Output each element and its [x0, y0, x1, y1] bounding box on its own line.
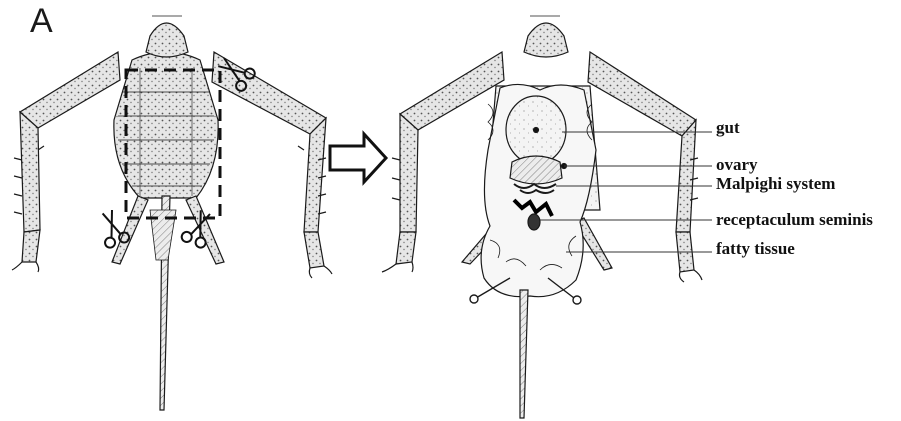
right-cercus — [186, 196, 224, 264]
label-receptaculum-seminis: receptaculum seminis — [716, 210, 873, 230]
panel-label: A — [30, 2, 53, 41]
arrow-right-icon — [330, 134, 386, 182]
label-gut: gut — [716, 118, 740, 138]
intact-insect — [12, 16, 332, 410]
dissected-insect — [382, 16, 702, 418]
left-hind-leg — [20, 52, 120, 128]
left-tibia — [20, 112, 40, 232]
right-tibia — [304, 118, 326, 232]
label-ovary: ovary — [716, 155, 758, 175]
label-malpighi-system: Malpighi system — [716, 174, 835, 194]
left-head — [146, 23, 188, 57]
left-abdomen — [114, 52, 218, 198]
ovary — [510, 156, 562, 184]
label-fatty-tissue: fatty tissue — [716, 239, 795, 259]
